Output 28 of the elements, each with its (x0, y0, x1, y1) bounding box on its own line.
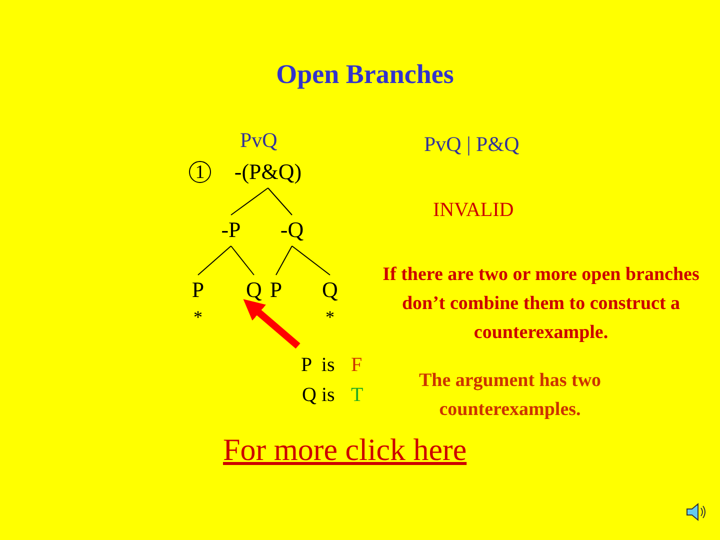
note-text: If there are two or more open branches don’t combine them to construct a counterexample. (382, 263, 700, 345)
tree-formula: Q (244, 276, 264, 304)
assignment-text: Q is (302, 385, 335, 405)
tree-branch-line (292, 246, 330, 276)
conclusion-text: The argument has two counterexamples. (418, 369, 602, 422)
truth-value: T (351, 385, 364, 405)
tree-branch-line (198, 246, 232, 276)
tree-branch-line (276, 246, 292, 276)
pointer-arrow (243, 299, 300, 349)
tree-formula: -(P&Q) (228, 158, 308, 186)
assignment-text: P is (301, 355, 335, 375)
closed-branch-mark: * (192, 308, 204, 326)
tree-formula: P (188, 276, 208, 304)
tree-branch-line (230, 246, 254, 276)
tree-formula: P (266, 276, 286, 304)
truth-value: F (351, 355, 362, 375)
tree-formula: -P (217, 216, 245, 244)
closed-branch-mark: * (324, 308, 336, 326)
link: For more click here (223, 434, 467, 465)
tree-formula: -Q (278, 216, 306, 244)
tree-branch-line (268, 188, 292, 216)
verdict-text: INVALID (433, 200, 514, 220)
tree-branch-line (230, 188, 268, 216)
title: Open Branches (275, 58, 455, 91)
tree-formula: Q (320, 276, 340, 304)
line-number: 1 (189, 161, 211, 183)
argument-formula: PvQ | P&Q (424, 134, 520, 155)
premise-formula: PvQ (240, 130, 278, 151)
